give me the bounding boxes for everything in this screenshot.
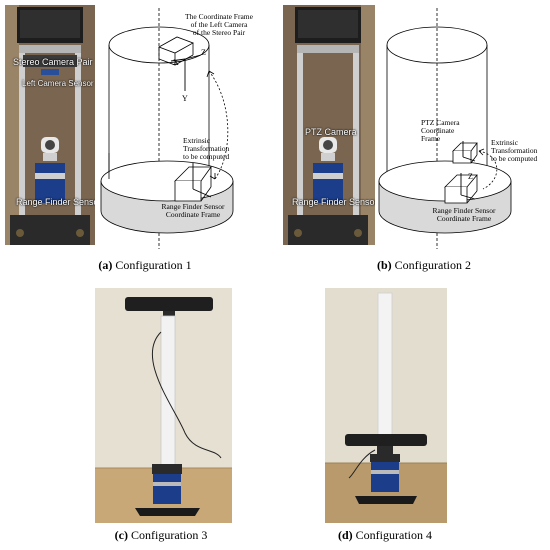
robot-photo-a xyxy=(5,5,95,245)
label-extrinsic-b: Extrinsic Transformation to be computed xyxy=(491,139,547,163)
photo-configuration-4 xyxy=(325,288,447,523)
label-top-frame-line-2: of the Left Camera xyxy=(190,20,248,29)
label-extrinsic-b-line-3: to be computed xyxy=(491,154,538,163)
label-top-frame-line-3: of the Stereo Pair xyxy=(192,28,246,37)
label-bottom-frame-a: Range Finder Sensor Coordinate Frame xyxy=(153,203,233,219)
cylinder-diagram-a: X Y Z xyxy=(100,8,234,249)
caption-text-d: Configuration 4 xyxy=(352,528,432,542)
label-ptz-camera: PTZ Camera xyxy=(305,127,357,137)
label-bottom-frame-b: Range Finder Sensor Coordinate Frame xyxy=(419,207,509,223)
label-ptz-frame: PTZ Camera Coordinate Frame xyxy=(421,119,471,143)
cylinder-diagram-b: Z xyxy=(378,8,512,249)
photo-configuration-1: Stereo Camera Pair Left Camera Sensor Ra… xyxy=(5,5,95,245)
diagram-configuration-1: X Y Z The Coordinate Frame of the Left C… xyxy=(97,3,253,249)
label-range-finder-sensor: Range Finder Sensor xyxy=(16,197,95,207)
axis-y-label-a: Y xyxy=(182,94,188,103)
label-ptz-frame-line-3: Frame xyxy=(421,134,441,143)
axis-z-label-a: Z xyxy=(201,48,206,57)
caption-letter-c: (c) xyxy=(114,528,128,542)
caption-text-c: Configuration 3 xyxy=(128,528,208,542)
caption-configuration-3: (c) Configuration 3 xyxy=(86,528,236,543)
label-extrinsic-b-line-1: Extrinsic xyxy=(491,138,519,147)
label-bottom-frame-b-line-1: Range Finder Sensor xyxy=(432,206,496,215)
label-bottom-frame-a-line-2: Coordinate Frame xyxy=(165,210,221,219)
label-top-frame: The Coordinate Frame of the Left Camera … xyxy=(183,13,255,37)
label-top-frame-line-1: The Coordinate Frame xyxy=(185,12,253,21)
caption-letter-b: (b) xyxy=(377,258,392,272)
label-extrinsic-a-line-3: to be computed xyxy=(183,152,230,161)
photo-configuration-3 xyxy=(95,288,232,523)
kinect-photo-c xyxy=(95,288,232,523)
label-extrinsic-a-line-1: Extrinsic xyxy=(183,136,211,145)
label-bottom-frame-a-line-1: Range Finder Sensor xyxy=(161,202,225,211)
caption-configuration-2: (b) Configuration 2 xyxy=(349,258,499,273)
caption-configuration-1: (a) Configuration 1 xyxy=(70,258,220,273)
label-range-finder-sensor-b: Range Finder Sensor xyxy=(292,197,375,207)
label-extrinsic-b-line-2: Transformation xyxy=(491,146,538,155)
axis-x-label-a: X xyxy=(173,58,179,67)
label-ptz-frame-line-1: PTZ Camera xyxy=(421,118,460,127)
label-extrinsic-a-line-2: Transformation xyxy=(183,144,230,153)
caption-text-a: Configuration 1 xyxy=(112,258,192,272)
caption-configuration-4: (d) Configuration 4 xyxy=(310,528,460,543)
photo-configuration-2: PTZ Camera Range Finder Sensor xyxy=(283,5,375,245)
caption-text-b: Configuration 2 xyxy=(391,258,471,272)
diagram-configuration-2: Z PTZ Camera Coordinate Frame Extrinsic … xyxy=(375,3,547,249)
label-left-camera-sensor: Left Camera Sensor xyxy=(22,79,94,88)
label-extrinsic-a: Extrinsic Transformation to be computed xyxy=(183,137,243,161)
label-ptz-frame-line-2: Coordinate xyxy=(421,126,455,135)
label-bottom-frame-b-line-2: Coordinate Frame xyxy=(436,214,492,223)
caption-letter-a: (a) xyxy=(98,258,113,272)
robot-photo-b xyxy=(283,5,375,245)
axis-z-label-b: Z xyxy=(468,172,473,181)
kinect-photo-d xyxy=(325,288,447,523)
label-stereo-camera-pair: Stereo Camera Pair xyxy=(13,57,93,67)
caption-letter-d: (d) xyxy=(338,528,353,542)
